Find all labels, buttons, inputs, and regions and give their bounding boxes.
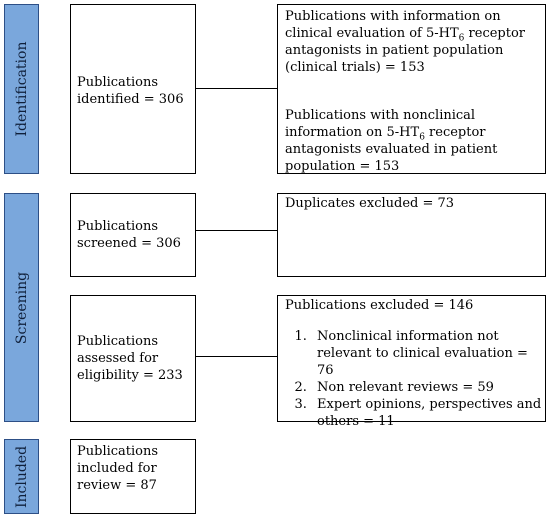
box-duplicates: Duplicates excluded = 73 [277,193,546,277]
phase-label-identification: Identification [13,41,30,137]
box-identification-breakdown: Publications with information on clinica… [277,4,546,174]
box-assessed: Publications assessed for eligibility = … [70,295,196,422]
box-screened: Publications screened = 306 [70,193,196,277]
excluded-title: Publications excluded = 146 [285,298,474,313]
screened-line2: screened = 306 [77,236,181,251]
identified-line2: identified = 306 [77,92,184,107]
included-line3: review = 87 [77,478,157,493]
identified-line1: Publications [77,75,159,90]
excluded-reason-item: Non relevant reviews = 59 [311,379,543,396]
clinical-publications-text: Publications with information on clinica… [285,9,526,75]
assessed-line2: assessed for [77,351,159,366]
assessed-line3: eligibility = 233 [77,368,183,383]
excluded-reason-item: Nonclinical information not relevant to … [311,328,543,379]
included-line2: included for [77,461,157,476]
phase-bar-included: Included [4,439,39,514]
nonclinical-publications-text: Publications with nonclinical informatio… [285,108,498,174]
phase-bar-identification: Identification [4,4,39,174]
assessed-line1: Publications [77,334,159,349]
included-line1: Publications [77,444,159,459]
phase-label-included: Included [13,445,30,508]
connector-identified [196,88,277,89]
connector-assessed [196,356,277,357]
excluded-reasons-list: Nonclinical information not relevant to … [285,328,543,430]
connector-screened [196,230,277,231]
phase-bar-screening: Screening [4,193,39,422]
screened-line1: Publications [77,219,159,234]
excluded-reason-item: Expert opinions, perspectives and others… [311,396,543,430]
box-excluded: Publications excluded = 146 Nonclinical … [277,295,546,429]
box-included: Publications included for review = 87 [70,439,196,514]
duplicates-text: Duplicates excluded = 73 [285,196,455,211]
phase-label-screening: Screening [13,271,30,344]
box-identified: Publications identified = 306 [70,4,196,174]
